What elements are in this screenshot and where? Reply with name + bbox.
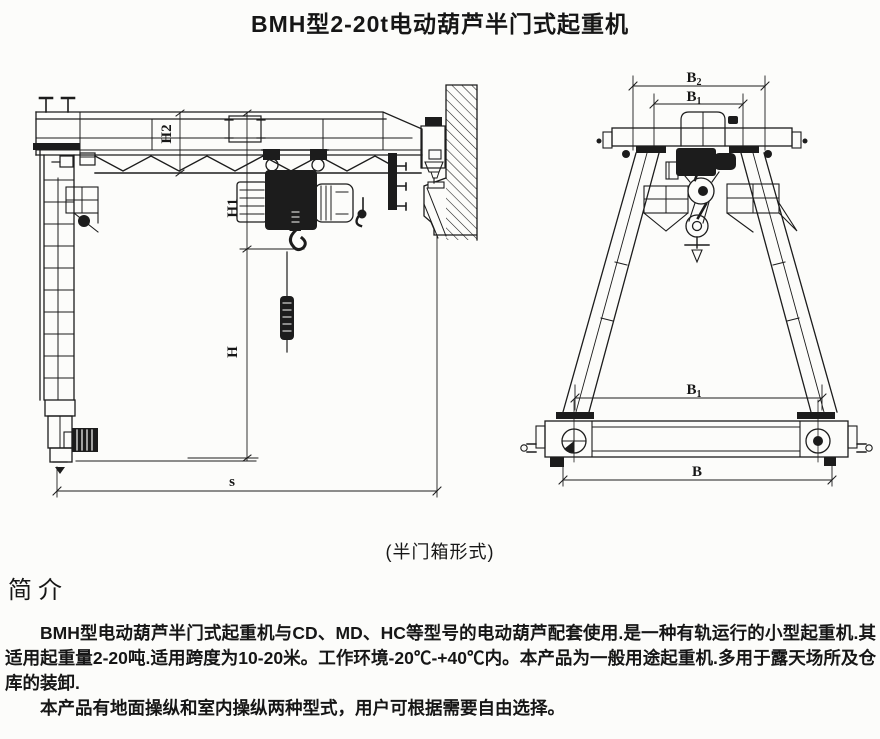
dim-label-b1-top: B — [686, 89, 696, 105]
dim-label-b2: B — [686, 70, 696, 86]
side-view-drawing: H2 H1 H s — [33, 84, 478, 498]
intro-paragraph-1: BMH型电动葫芦半门式起重机与CD、MD、HC等型号的电动葫芦配套使用.是一种有… — [5, 623, 876, 693]
dim-label-h: H — [225, 346, 241, 358]
dim-label-s: s — [229, 474, 235, 490]
hook-block — [288, 207, 307, 252]
hoist-end-view — [665, 148, 736, 180]
hoist-trolley — [236, 149, 354, 230]
side-platforms — [643, 183, 798, 233]
dim-label-b1-mid-sub: 1 — [697, 389, 702, 400]
drawing-caption: (半门箱形式) — [385, 542, 495, 562]
dim-label-h1: H1 — [225, 198, 241, 217]
svg-text:B1: B1 — [686, 382, 701, 400]
intro-paragraph-2: 本产品有地面操纵和室内操纵两种型式，用户可根据需要自由选择。 — [40, 698, 565, 718]
trolley-frame-beam — [596, 111, 808, 158]
end-view-drawing: B2 B1 — [520, 70, 873, 487]
dim-label-b2-sub: 2 — [697, 77, 702, 88]
technical-drawing: H2 H1 H s B2 — [33, 70, 873, 498]
end-truck-wheel — [420, 117, 446, 184]
intro-heading: 简介 — [8, 577, 68, 604]
dim-b1-top: B1 — [649, 89, 748, 151]
hook-assembly-end-view — [679, 164, 720, 264]
intro-text: BMH型电动葫芦半门式起重机与CD、MD、HC等型号的电动葫芦配套使用.是一种有… — [5, 621, 876, 721]
gantry-leg-ladder — [39, 149, 75, 401]
dim-h1-h: H1 H — [187, 109, 305, 462]
page-title: BMH型2-20t电动葫芦半门式起重机 — [250, 11, 630, 37]
dim-b1-mid: B1 — [570, 382, 827, 411]
cable-hanger-hook — [355, 197, 367, 228]
svg-text:B2: B2 — [686, 70, 701, 88]
dim-h2: H2 — [159, 109, 185, 177]
leg-drive-motor — [44, 399, 257, 474]
dim-label-b: B — [692, 464, 702, 480]
dim-label-b1-top-sub: 1 — [697, 96, 702, 107]
dim-label-h2: H2 — [159, 124, 175, 143]
power-feed-bar — [388, 153, 407, 211]
pendant-control — [280, 251, 294, 353]
dim-b: B — [558, 458, 837, 487]
a-frame-legs — [556, 152, 838, 419]
dim-label-b1-mid: B — [686, 382, 696, 398]
main-girder — [33, 96, 423, 174]
end-carriage-beam — [520, 399, 873, 467]
svg-text:B1: B1 — [686, 89, 701, 107]
building-wall — [423, 84, 478, 241]
dim-b2: B2 — [628, 70, 770, 151]
platform-bracket — [65, 186, 99, 233]
dim-s: s — [52, 234, 442, 498]
